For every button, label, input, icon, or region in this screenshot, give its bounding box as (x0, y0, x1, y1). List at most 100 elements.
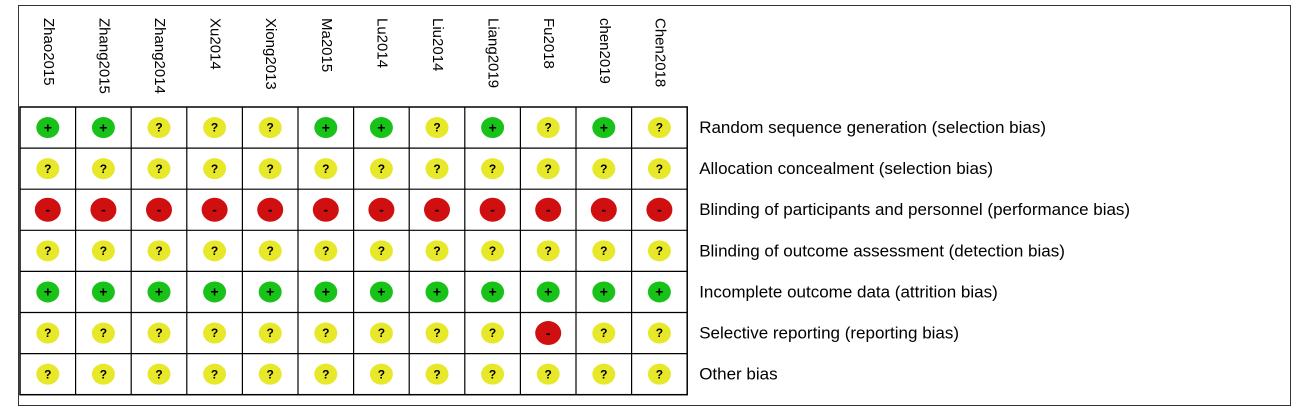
judgement-unclear-icon: ? (592, 322, 616, 344)
judgement-symbol: ? (656, 162, 663, 176)
judgement-unclear-icon: ? (647, 240, 671, 262)
judgement-symbol: ? (100, 367, 107, 381)
judgement-dot (36, 281, 60, 303)
judgement-dot (147, 240, 171, 262)
judgement-symbol: ? (100, 326, 107, 340)
judgement-unclear-icon: ? (91, 158, 115, 180)
judgement-dot (147, 322, 171, 344)
judgement-low-icon: + (91, 117, 115, 139)
judgement-dot (647, 322, 671, 344)
study-label: Lu2014 (373, 18, 390, 68)
judgement-symbol: ? (545, 367, 552, 381)
judgement-unclear-icon: ? (592, 240, 616, 262)
judgement-symbol: - (546, 201, 551, 217)
judgement-symbol: ? (545, 121, 552, 135)
judgement-symbol: + (433, 284, 441, 300)
judgement-symbol: ? (322, 244, 329, 258)
judgement-dot (147, 117, 171, 139)
judgement-symbol: ? (489, 162, 496, 176)
judgement-unclear-icon: ? (369, 322, 393, 344)
judgement-unclear-icon: ? (36, 240, 60, 262)
judgement-symbol: ? (322, 162, 329, 176)
judgement-unclear-icon: ? (147, 240, 171, 262)
judgement-symbol: + (322, 119, 330, 135)
judgement-symbol: ? (155, 244, 162, 258)
study-label: Zhao2015 (40, 18, 57, 86)
study-label: Zhang2015 (95, 18, 112, 94)
judgement-dot (369, 158, 393, 180)
judgement-symbol: ? (100, 162, 107, 176)
judgement-symbol: - (546, 325, 551, 341)
judgement-dot (536, 240, 560, 262)
judgement-unclear-icon: ? (481, 363, 505, 385)
judgement-dot (369, 240, 393, 262)
judgement-dot (592, 281, 616, 303)
judgement-low-icon: + (314, 281, 338, 303)
judgement-unclear-icon: ? (481, 240, 505, 262)
judgement-unclear-icon: ? (592, 158, 616, 180)
domain-label: Selective reporting (reporting bias) (699, 324, 959, 343)
judgement-dot (147, 363, 171, 385)
judgement-low-icon: + (36, 117, 60, 139)
judgement-symbol: ? (155, 326, 162, 340)
judgement-symbol: ? (211, 121, 218, 135)
judgement-dot (203, 363, 227, 385)
judgement-unclear-icon: ? (36, 158, 60, 180)
judgement-symbol: ? (378, 244, 385, 258)
judgement-symbol: + (322, 284, 330, 300)
judgement-symbol: ? (155, 367, 162, 381)
judgement-dot (91, 322, 115, 344)
judgement-unclear-icon: ? (91, 363, 115, 385)
judgement-symbol: - (657, 201, 662, 217)
judgement-unclear-icon: ? (314, 158, 338, 180)
judgement-symbol: ? (267, 244, 274, 258)
judgement-symbol: ? (545, 162, 552, 176)
judgement-unclear-icon: ? (647, 322, 671, 344)
judgement-dot (91, 240, 115, 262)
study-label: Liang2019 (485, 18, 502, 88)
judgement-symbol: ? (545, 244, 552, 258)
judgement-unclear-icon: ? (314, 363, 338, 385)
judgement-symbol: ? (656, 326, 663, 340)
judgement-high-icon: - (90, 197, 117, 222)
judgement-high-icon: - (34, 197, 61, 222)
judgement-unclear-icon: ? (425, 158, 449, 180)
judgement-unclear-icon: ? (314, 322, 338, 344)
judgement-unclear-icon: ? (258, 158, 282, 180)
judgement-symbol: + (600, 284, 608, 300)
judgement-dot (592, 158, 616, 180)
judgement-dot (147, 281, 171, 303)
judgement-symbol: + (99, 284, 107, 300)
judgement-low-icon: + (203, 281, 227, 303)
judgement-dot (258, 281, 282, 303)
judgement-unclear-icon: ? (147, 158, 171, 180)
judgement-symbol: ? (267, 121, 274, 135)
judgement-low-icon: + (36, 281, 60, 303)
judgement-unclear-icon: ? (536, 363, 560, 385)
judgement-dot (258, 322, 282, 344)
judgement-dot (647, 281, 671, 303)
judgement-unclear-icon: ? (91, 322, 115, 344)
judgement-symbol: + (155, 284, 163, 300)
judgement-unclear-icon: ? (536, 117, 560, 139)
judgement-symbol: + (211, 284, 219, 300)
judgement-symbol: + (377, 284, 385, 300)
judgement-symbol: ? (656, 367, 663, 381)
judgement-symbol: ? (600, 367, 607, 381)
judgement-dot (536, 281, 560, 303)
judgement-dot (536, 158, 560, 180)
judgement-low-icon: + (647, 281, 671, 303)
judgement-dot (369, 363, 393, 385)
judgement-symbol: + (489, 284, 497, 300)
judgement-dot (425, 117, 449, 139)
judgement-symbol: ? (44, 367, 51, 381)
judgement-symbol: ? (267, 326, 274, 340)
judgement-symbol: - (268, 201, 273, 217)
study-label: Ma2015 (318, 18, 335, 72)
judgement-dot (36, 363, 60, 385)
judgement-symbol: ? (155, 121, 162, 135)
judgement-dot (536, 117, 560, 139)
judgement-symbol: ? (155, 162, 162, 176)
judgement-low-icon: + (592, 117, 616, 139)
judgement-low-icon: + (369, 281, 393, 303)
